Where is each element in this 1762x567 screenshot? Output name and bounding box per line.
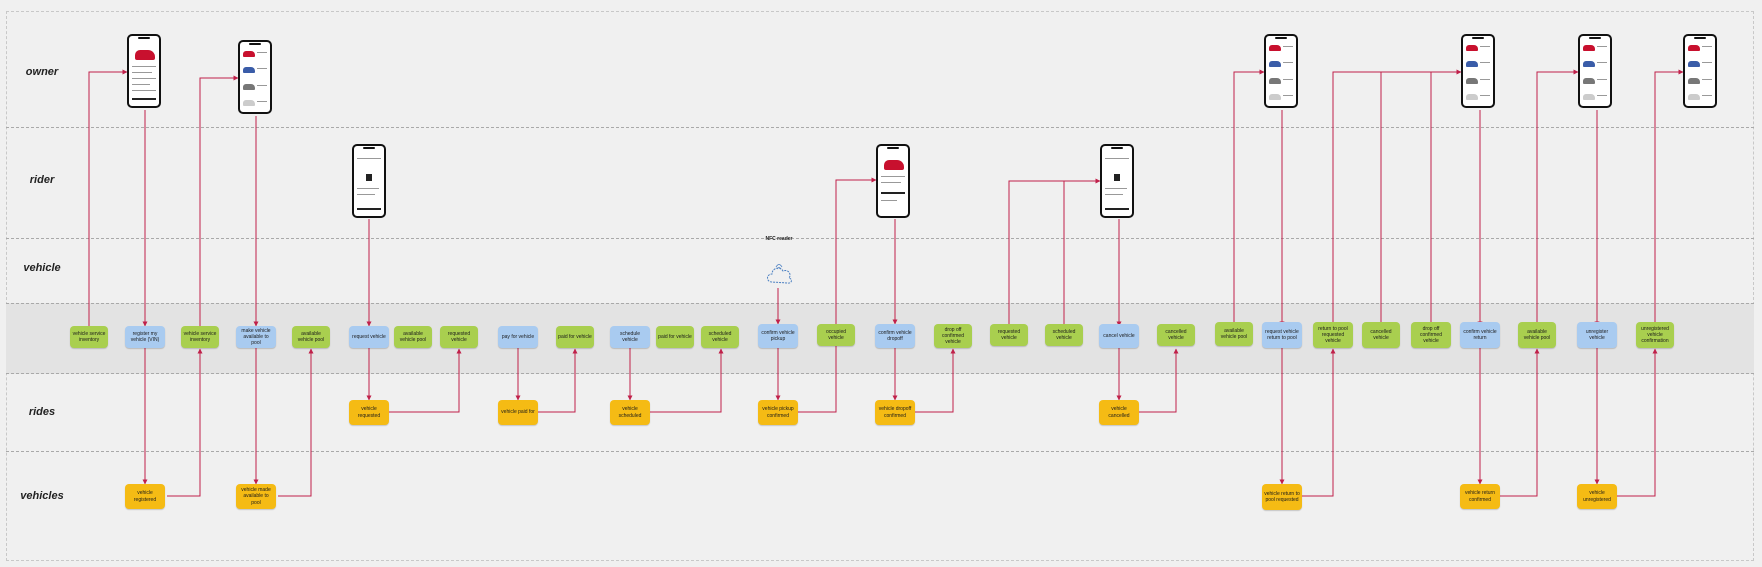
lane-label-rider: rider bbox=[29, 174, 55, 186]
event-cancelled-vehicle: cancelled vehicle bbox=[1362, 322, 1400, 348]
event-vehicle-service-inventory: vehicle service inventory bbox=[181, 326, 219, 348]
lane-divider bbox=[6, 127, 1754, 128]
command-unregister-vehicle: unregister vehicle bbox=[1577, 322, 1617, 348]
owner-vehicle-list-screen bbox=[238, 40, 272, 114]
nfc-reader-label: NFC reader bbox=[765, 236, 793, 242]
rider-vehicle-detail-screen bbox=[876, 144, 910, 218]
command-request-vehicle-return: request vehicle return to pool bbox=[1262, 322, 1302, 348]
command-request-vehicle: request vehicle bbox=[349, 326, 389, 348]
command-schedule-vehicle: schedule vehicle bbox=[610, 326, 650, 348]
event-requested-vehicle: requested vehicle bbox=[990, 324, 1028, 346]
domain-event-vehicle-return-requested: vehicle return to pool requested bbox=[1262, 484, 1302, 510]
event-occupied-vehicle: occupied vehicle bbox=[817, 324, 855, 346]
lane-divider bbox=[6, 451, 1754, 452]
command-cancel-vehicle: cancel vehicle bbox=[1099, 324, 1139, 348]
lane-label-owner: owner bbox=[25, 66, 59, 78]
owner-vehicle-detail-screen bbox=[127, 34, 161, 108]
lane-divider bbox=[6, 238, 1754, 239]
event-scheduled-vehicle: scheduled vehicle bbox=[701, 326, 739, 348]
event-paid-for-vehicle: paid for vehicle bbox=[556, 326, 594, 348]
owner-pool-list-screen-2 bbox=[1461, 34, 1495, 108]
command-confirm-vehicle-dropoff: confirm vehicle dropoff bbox=[875, 324, 915, 348]
board-frame bbox=[6, 11, 1754, 561]
domain-event-vehicle-unregistered: vehicle unregistered bbox=[1577, 484, 1617, 509]
event-scheduled-vehicle: scheduled vehicle bbox=[1045, 324, 1083, 346]
domain-event-vehicle-scheduled: vehicle scheduled bbox=[610, 400, 650, 425]
owner-pool-list-screen-4 bbox=[1683, 34, 1717, 108]
domain-event-vehicle-dropoff-confirmed: vehicle dropoff confirmed bbox=[875, 400, 915, 425]
command-make-vehicle-available: make vehicle available to pool bbox=[236, 326, 276, 348]
event-vehicle-service-inventory: vehicle service inventory bbox=[70, 326, 108, 348]
event-available-vehicle-pool: available vehicle pool bbox=[292, 326, 330, 348]
event-available-vehicle-pool: available vehicle pool bbox=[394, 326, 432, 348]
lane-label-rides: rides bbox=[28, 406, 56, 418]
event-return-to-pool-requested: return to pool requested vehicle bbox=[1313, 322, 1353, 348]
event-unregistered-vehicle-confirmation: unregistered vehicle confirmation bbox=[1636, 322, 1674, 348]
lane-label-vehicles: vehicles bbox=[20, 490, 64, 502]
domain-event-vehicle-return-confirmed: vehicle return confirmed bbox=[1460, 484, 1500, 509]
command-pay-for-vehicle: pay for vehicle bbox=[498, 326, 538, 348]
event-available-vehicle-pool: available vehicle pool bbox=[1518, 322, 1556, 348]
nfc-reader-icon bbox=[767, 264, 792, 284]
domain-event-vehicle-registered: vehicle registered bbox=[125, 484, 165, 509]
event-drop-off-confirmed-vehicle: drop off confirmed vehicle bbox=[934, 324, 972, 348]
lane-label-vehicle: vehicle bbox=[23, 262, 61, 274]
event-cancelled-vehicle: cancelled vehicle bbox=[1157, 324, 1195, 346]
rider-cancel-screen bbox=[1100, 144, 1134, 218]
event-available-vehicle-pool: available vehicle pool bbox=[1215, 322, 1253, 346]
domain-event-vehicle-paid-for: vehicle paid for bbox=[498, 400, 538, 425]
owner-pool-list-screen-1 bbox=[1264, 34, 1298, 108]
domain-event-vehicle-requested: vehicle requested bbox=[349, 400, 389, 425]
domain-event-vehicle-made-available: vehicle made available to pool bbox=[236, 484, 276, 509]
owner-pool-list-screen-3 bbox=[1578, 34, 1612, 108]
domain-event-vehicle-cancelled: vehicle cancelled bbox=[1099, 400, 1139, 425]
command-confirm-vehicle-return: confirm vehicle return bbox=[1460, 322, 1500, 348]
event-requested-vehicle: requested vehicle bbox=[440, 326, 478, 348]
event-paid-for-vehicle: paid for vehicle bbox=[656, 326, 694, 348]
rider-request-screen bbox=[352, 144, 386, 218]
command-confirm-vehicle-pickup: confirm vehicle pickup bbox=[758, 324, 798, 348]
event-drop-off-confirmed-vehicle: drop off confirmed vehicle bbox=[1411, 322, 1451, 348]
command-register-my-vehicle: register my vehicle (VIN) bbox=[125, 326, 165, 348]
domain-event-vehicle-pickup-confirmed: vehicle pickup confirmed bbox=[758, 400, 798, 425]
